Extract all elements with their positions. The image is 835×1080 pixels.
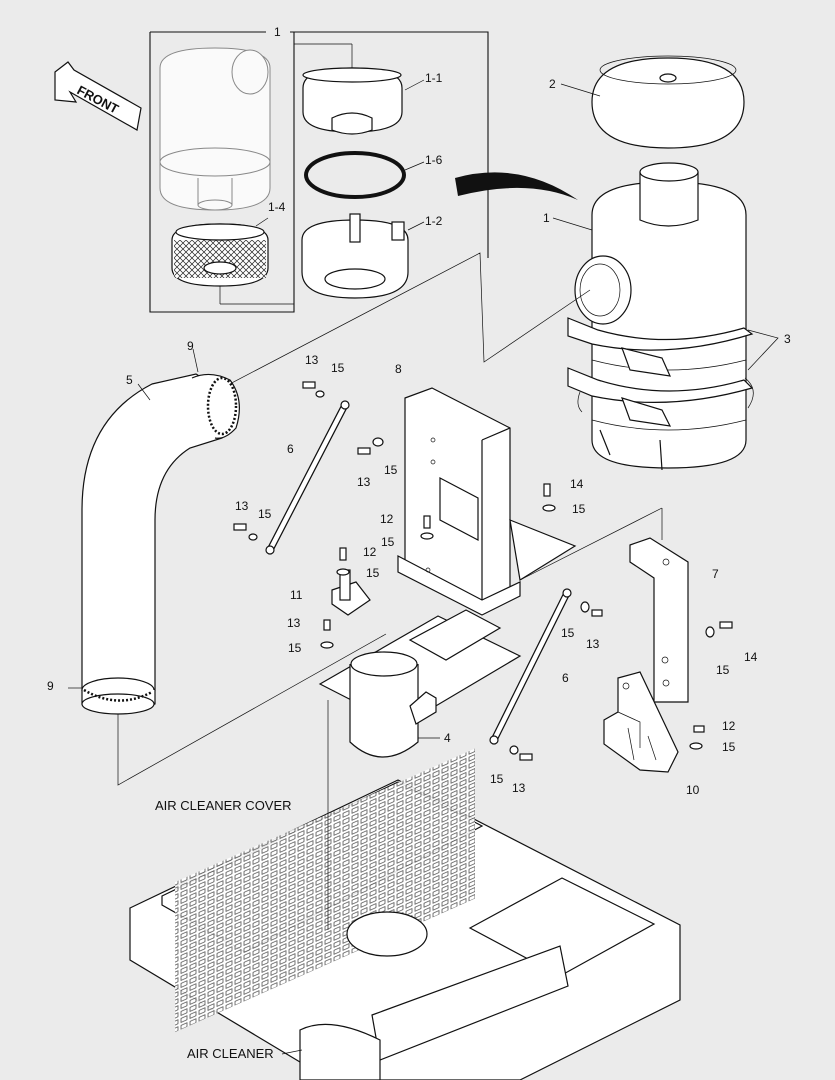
- hardware-bolts-washers: [233, 381, 733, 761]
- callout-6-right: 6: [562, 671, 569, 685]
- callout-13-d: 13: [287, 616, 301, 630]
- callout-13-b: 13: [357, 475, 371, 489]
- callout-1-assy: 1: [274, 25, 281, 39]
- callout-13-e: 13: [586, 637, 600, 651]
- bracket-7: [519, 507, 689, 703]
- callout-10: 10: [686, 783, 700, 797]
- callout-15-b: 15: [384, 463, 398, 477]
- bracket-11: [331, 569, 371, 616]
- callout-5: 5: [126, 373, 133, 387]
- callout-15-c: 15: [258, 507, 272, 521]
- callout-13-c: 13: [235, 499, 249, 513]
- callout-13-a: 13: [305, 353, 319, 367]
- callout-9-top: 9: [187, 339, 194, 353]
- mount-plate-4: [318, 609, 522, 758]
- callout-15-f: 15: [366, 566, 380, 580]
- callout-12-b: 12: [363, 545, 377, 559]
- safety-element-1-4: [171, 223, 294, 305]
- callout-1-1: 1-1: [425, 71, 443, 85]
- callout-15-e: 15: [572, 502, 586, 516]
- callout-12-a: 12: [380, 512, 394, 526]
- front-arrow-icon: FRONT: [54, 61, 142, 131]
- callout-labels: 1 1-1 1-6 1-2 1-4 2 1 3 9 5 9 13 15 8 6 …: [47, 25, 791, 797]
- leader-lines: [68, 79, 779, 786]
- intake-duct-5: [81, 373, 240, 715]
- ghost-air-cleaner: [159, 47, 271, 211]
- callout-15-k: 15: [490, 772, 504, 786]
- callout-14-a: 14: [570, 477, 584, 491]
- precleaner-cap-2: [591, 55, 745, 149]
- air-cleaner-cover-plate: [129, 700, 681, 1080]
- callout-12-c: 12: [722, 719, 736, 733]
- callout-15-h: 15: [561, 626, 575, 640]
- bracket-8: [397, 387, 577, 616]
- caption-air-cleaner-cover: AIR CLEANER COVER: [155, 798, 292, 813]
- callout-3: 3: [784, 332, 791, 346]
- housing-1-2: [301, 213, 409, 299]
- callout-13-f: 13: [512, 781, 526, 795]
- callout-7: 7: [712, 567, 719, 581]
- link-rod-6-left: [265, 400, 350, 555]
- callout-8: 8: [395, 362, 402, 376]
- callout-15-i: 15: [716, 663, 730, 677]
- callout-4: 4: [444, 731, 451, 745]
- direction-arrow-icon: [455, 172, 578, 200]
- callout-15-d: 15: [381, 535, 395, 549]
- callout-14-b: 14: [744, 650, 758, 664]
- callout-6-left: 6: [287, 442, 294, 456]
- callout-9-bottom: 9: [47, 679, 54, 693]
- bracket-10: [603, 671, 679, 773]
- o-ring-1-6: [304, 151, 406, 199]
- link-rod-6-right: [489, 588, 572, 745]
- callout-2: 2: [549, 77, 556, 91]
- callout-1-6: 1-6: [425, 153, 443, 167]
- callout-1-4: 1-4: [268, 200, 286, 214]
- caption-leader: [281, 1049, 303, 1055]
- callout-15-j: 15: [722, 740, 736, 754]
- callout-11: 11: [290, 588, 303, 602]
- callout-15-g: 15: [288, 641, 302, 655]
- callout-1-main: 1: [543, 211, 550, 225]
- callout-1-2: 1-2: [425, 214, 443, 228]
- caption-air-cleaner: AIR CLEANER: [187, 1046, 274, 1061]
- air-cleaner-assembly: [567, 162, 754, 471]
- cover-1-1: [294, 43, 403, 135]
- callout-15-a: 15: [331, 361, 345, 375]
